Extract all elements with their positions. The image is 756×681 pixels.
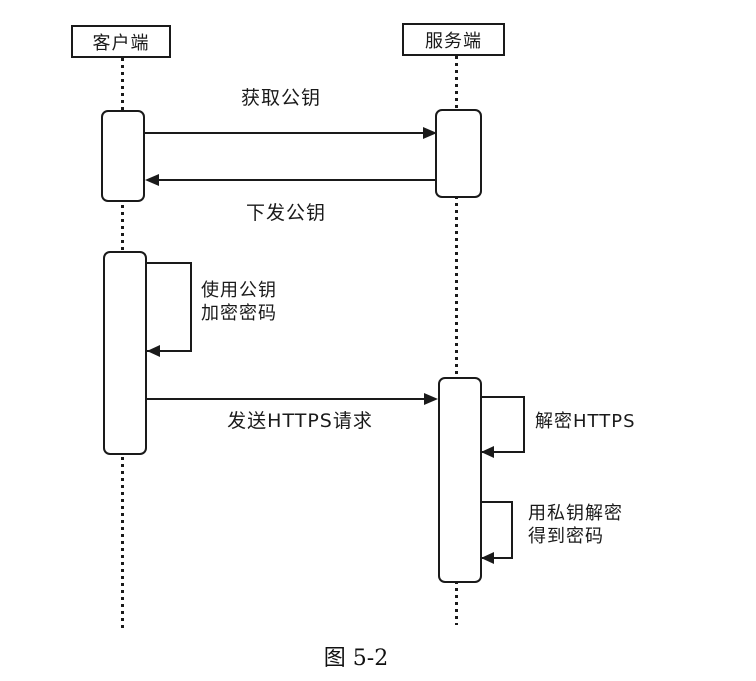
self-call-loop-encrypt-password — [147, 262, 192, 352]
message-line-send-https-request — [147, 398, 424, 400]
self-call-label-decrypt-https: 解密HTTPS — [535, 411, 636, 432]
arrowhead-left-icon — [145, 174, 159, 186]
arrowhead-left-icon — [147, 345, 160, 357]
message-line-get-public-key — [145, 132, 423, 134]
actor-label-client: 客户端 — [92, 32, 150, 54]
arrowhead-right-icon — [424, 393, 438, 405]
activation-bar-client-2 — [103, 251, 147, 455]
actor-label-server: 服务端 — [425, 30, 482, 52]
label-line: 得到密码 — [528, 526, 604, 547]
actor-box-client: 客户端 — [71, 25, 171, 58]
server-lifeline — [455, 56, 458, 625]
arrowhead-left-icon — [481, 446, 494, 458]
message-label-send-public-key: 下发公钥 — [245, 202, 326, 224]
activation-bar-server-2 — [438, 377, 482, 583]
self-call-loop-decrypt-private-key — [481, 501, 513, 559]
message-line-send-public-key — [159, 179, 435, 181]
label-line: 加密密码 — [201, 303, 277, 324]
figure-caption: 图 5-2 — [323, 646, 389, 671]
message-label-get-public-key: 获取公钥 — [240, 87, 321, 109]
self-call-label-encrypt-password: 使用公钥 加密密码 — [201, 279, 277, 325]
arrowhead-left-icon — [481, 552, 494, 564]
arrowhead-right-icon — [423, 127, 437, 139]
activation-bar-server-1 — [435, 109, 482, 198]
actor-box-server: 服务端 — [402, 23, 505, 56]
message-label-send-https-request: 发送HTTPS请求 — [227, 410, 373, 432]
activation-bar-client-1 — [101, 110, 145, 202]
self-call-label-decrypt-private-key: 用私钥解密 得到密码 — [528, 502, 623, 548]
self-call-loop-decrypt-https — [481, 396, 525, 453]
label-line: 使用公钥 — [201, 280, 277, 301]
label-line: 用私钥解密 — [528, 503, 623, 524]
